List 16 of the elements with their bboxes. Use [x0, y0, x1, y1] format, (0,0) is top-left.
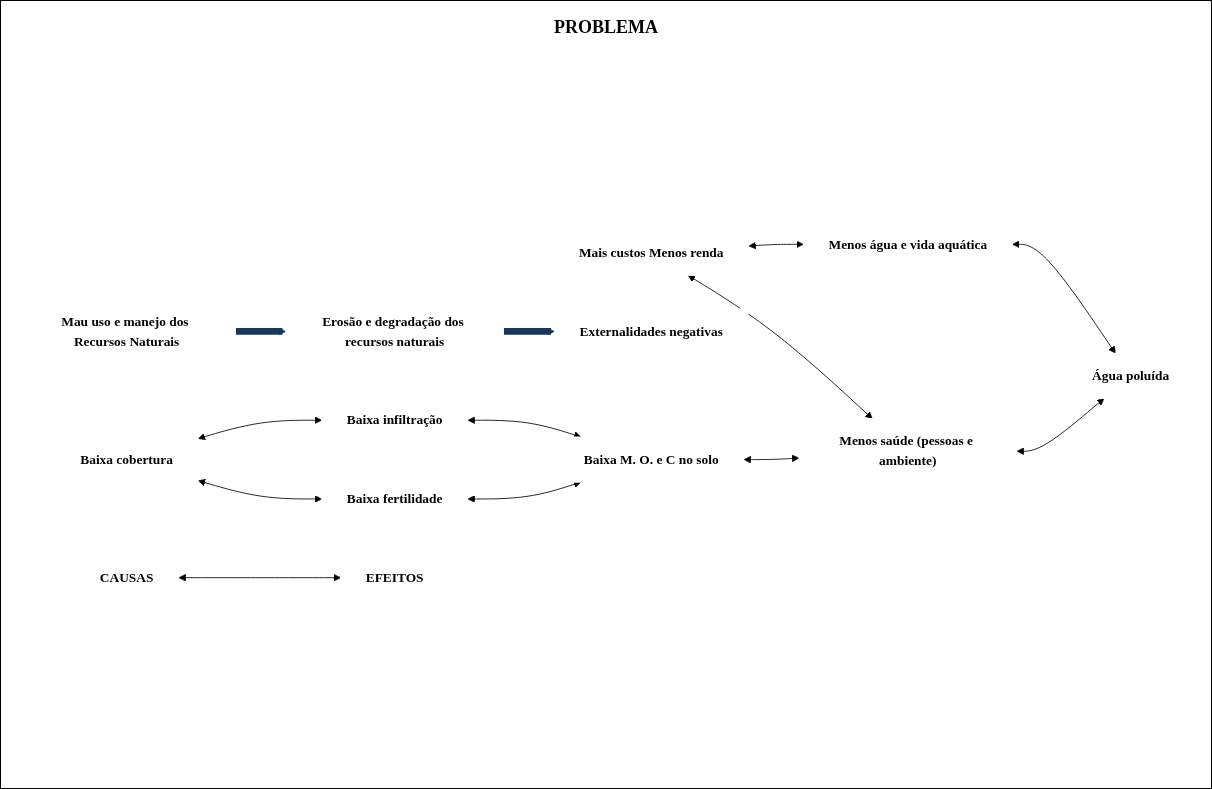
- heading-text: PROBLEMA: [554, 17, 658, 38]
- node-text: Menos saúde (pessoas e ambiente): [839, 433, 973, 468]
- node-text: CAUSAS: [99, 570, 154, 585]
- node-text: Baixa cobertura: [80, 452, 173, 467]
- node-text: Baixa infiltração: [346, 412, 443, 427]
- node-text: Erosão e degradação dos recursos naturais: [322, 313, 464, 349]
- node-text: Externalidades negativas: [579, 323, 723, 339]
- node-text: Baixa M. O. e C no solo: [583, 452, 719, 467]
- node-text: Mais custos Menos renda: [578, 245, 724, 260]
- node-text: EFEITOS: [365, 570, 424, 585]
- node-text: Mau uso e manejo dos Recursos Naturais: [61, 313, 189, 349]
- node-text: Água poluída: [1092, 368, 1170, 383]
- arrow: [235, 327, 287, 336]
- arrow: [503, 327, 555, 336]
- node-text: Baixa fertilidade: [346, 491, 443, 506]
- node-text: Menos água e vida aquática: [828, 236, 988, 251]
